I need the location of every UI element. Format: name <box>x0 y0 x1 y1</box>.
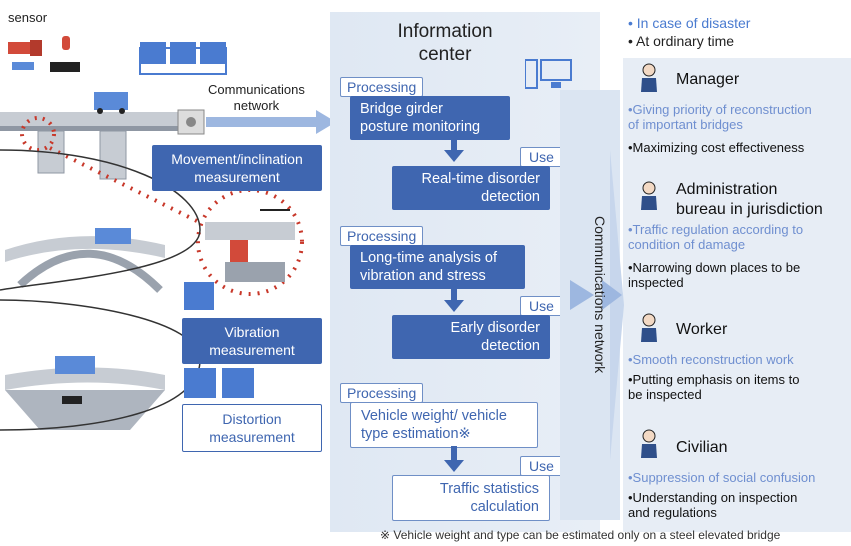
sensor-label: sensor <box>8 10 48 25</box>
worker-person-icon <box>641 313 657 342</box>
use-box-3: Traffic statistics calculation <box>392 475 550 521</box>
civilian-person-icon <box>641 429 657 458</box>
vibration-measurement-box: Vibration measurement <box>182 318 322 364</box>
communications-network-label: Communications network <box>208 82 305 113</box>
sensor-icons <box>8 36 80 72</box>
info-center-title: Information center <box>397 21 493 65</box>
flow-arrows <box>444 136 464 472</box>
legend: • In case of disaster • At ordinary time <box>628 14 750 50</box>
administrator-person-icon <box>641 181 657 210</box>
movement-measurement-box: Movement/inclination measurement <box>152 145 322 191</box>
arch-bridge <box>5 228 165 293</box>
manager-person-icon <box>641 63 657 92</box>
legend-ordinary: • At ordinary time <box>628 33 735 49</box>
processing-box-2: Long-time analysis of vibration and stre… <box>350 245 525 289</box>
use-box-2: Early disorder detection <box>392 315 550 359</box>
bridge-illustration <box>0 36 330 431</box>
computer-icon <box>525 59 572 89</box>
legend-disaster: • In case of disaster <box>628 15 751 31</box>
lower-bridge <box>5 356 165 430</box>
processing-tag-2: Processing <box>340 226 424 246</box>
bearing-detail <box>205 209 295 282</box>
processing-box-1: Bridge girder posture monitoring <box>350 96 510 140</box>
processing-box-3: Vehicle weight/ vehicle type estimation※ <box>350 402 538 448</box>
processing-tag-1: Processing <box>340 77 424 97</box>
footnote: ※ Vehicle weight and type can be estimat… <box>380 528 781 542</box>
network-chevrons <box>560 90 624 520</box>
processing-tag-3: Processing <box>340 383 424 403</box>
distortion-measurement-box: Distortion measurement <box>182 404 322 452</box>
upper-bridge <box>0 92 205 180</box>
monitor-icons <box>139 42 227 75</box>
vertical-network-label: Communications network <box>592 216 608 374</box>
use-box-1: Real-time disorder detection <box>392 166 550 210</box>
stakeholders-panel <box>623 58 851 532</box>
